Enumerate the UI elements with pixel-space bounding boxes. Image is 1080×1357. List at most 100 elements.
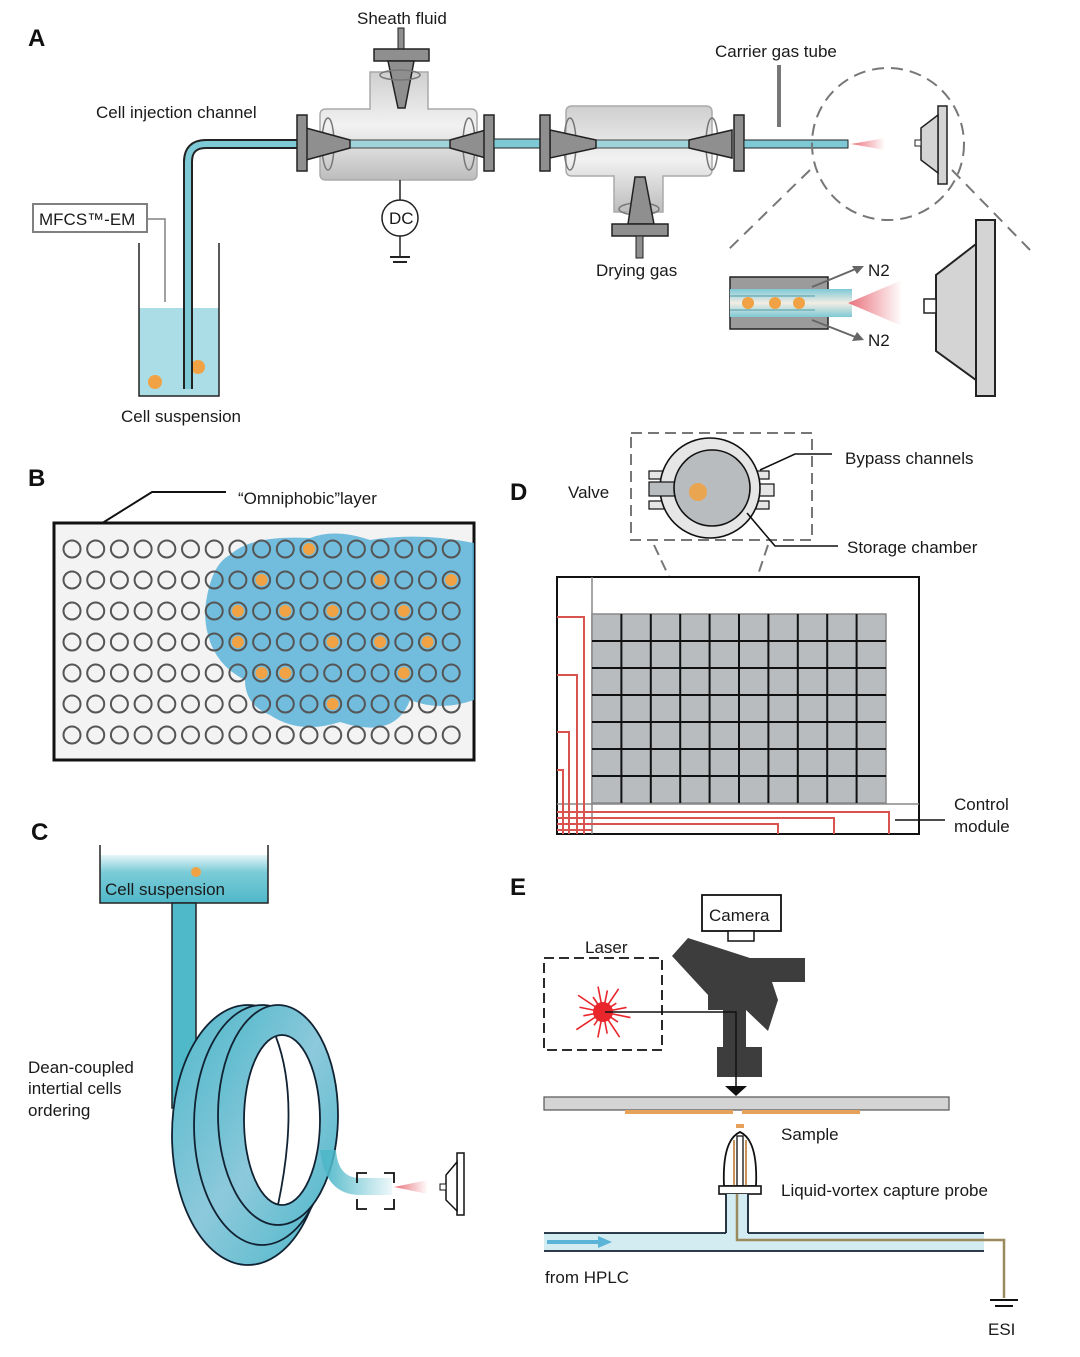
- cell: [255, 574, 268, 586]
- well: [252, 570, 272, 590]
- well: [204, 632, 224, 652]
- laser-ray: [602, 1011, 619, 1023]
- panel-a: A Sheath fluid Cell injection channel Ca…: [28, 9, 1031, 426]
- well: [181, 725, 200, 745]
- well: [86, 663, 106, 683]
- well: [394, 632, 414, 652]
- well: [109, 632, 129, 652]
- label-storage-chamber: Storage chamber: [847, 538, 978, 557]
- ms-inlet-c: [439, 1152, 465, 1216]
- well: [418, 601, 437, 621]
- well: [441, 601, 461, 621]
- well: [157, 570, 177, 590]
- laser-ray: [593, 1011, 604, 1026]
- well: [346, 725, 366, 745]
- well: [323, 663, 343, 683]
- well: [228, 663, 248, 683]
- cell: [191, 360, 205, 374]
- laser-ray: [602, 990, 609, 1013]
- cell: [374, 574, 387, 586]
- control-line-horizontal: [557, 817, 835, 834]
- well: [346, 694, 366, 714]
- label-sample: Sample: [781, 1125, 839, 1144]
- cell: [445, 574, 458, 586]
- panel-b: B “Omniphobic”layer: [28, 465, 476, 762]
- mfcs-pressure-line: [147, 218, 166, 302]
- well: [299, 570, 319, 590]
- well: [418, 663, 437, 683]
- taylor-cone-spray: [848, 280, 902, 326]
- well: [228, 725, 248, 745]
- label-control-line1: Control: [954, 795, 1009, 814]
- well: [181, 694, 200, 714]
- laser-ray: [602, 1002, 617, 1013]
- well: [441, 570, 461, 590]
- well: [204, 601, 224, 621]
- cell: [397, 605, 410, 617]
- label-drying-gas: Drying gas: [596, 261, 677, 280]
- well: [157, 632, 177, 652]
- camera: Camera: [701, 894, 782, 942]
- cell: [231, 636, 244, 648]
- well: [275, 539, 295, 559]
- cell-injection-tube: [185, 141, 300, 389]
- label-probe: Liquid-vortex capture probe: [781, 1181, 988, 1200]
- well: [109, 725, 129, 745]
- control-line-vertical: [557, 616, 585, 834]
- well: [62, 601, 82, 621]
- label-cell-suspension-c: Cell suspension: [105, 880, 225, 899]
- control-line-vertical: [557, 674, 578, 834]
- well: [252, 725, 272, 745]
- label-from-hplc: from HPLC: [545, 1268, 629, 1287]
- label-bypass-channels: Bypass channels: [845, 449, 974, 468]
- spiral-coil: [171, 1004, 392, 1266]
- laser-burst-icon: [575, 986, 631, 1038]
- liquid-droplet: [205, 533, 474, 728]
- sample-tissue-left: [625, 1110, 733, 1114]
- label-ordering-line3: ordering: [28, 1101, 90, 1120]
- well: [204, 539, 224, 559]
- control-line-vertical: [557, 769, 564, 834]
- well: [109, 694, 129, 714]
- laser-ray: [602, 988, 620, 1013]
- label-esi: ESI: [988, 1320, 1015, 1339]
- well: [275, 632, 295, 652]
- well: [62, 539, 82, 559]
- well: [133, 694, 153, 714]
- well: [157, 725, 177, 745]
- well: [204, 725, 224, 745]
- chamber-grid-lines: [592, 614, 886, 803]
- well: [109, 570, 129, 590]
- well: [204, 663, 224, 683]
- label-n2-top: N2: [868, 261, 890, 280]
- well: [441, 694, 461, 714]
- well: [133, 632, 153, 652]
- cell: [769, 297, 781, 309]
- well: [418, 694, 437, 714]
- well: [133, 570, 153, 590]
- cell: [326, 636, 339, 648]
- well: [370, 663, 390, 683]
- panel-letter-c: C: [31, 819, 48, 846]
- well: [441, 725, 461, 745]
- well: [299, 725, 319, 745]
- well: [441, 663, 461, 683]
- well: [370, 725, 390, 745]
- well: [86, 632, 106, 652]
- laser-ray: [577, 994, 604, 1013]
- well: [441, 632, 461, 652]
- sample-slide: [543, 1096, 950, 1111]
- well: [323, 539, 343, 559]
- well: [133, 539, 153, 559]
- well: [181, 570, 200, 590]
- well: [181, 632, 200, 652]
- label-valve: Valve: [568, 483, 609, 502]
- n2-arrow-bottom: [811, 319, 859, 339]
- well: [370, 601, 390, 621]
- cell: [793, 297, 805, 309]
- well: [86, 570, 106, 590]
- well: [62, 570, 82, 590]
- well: [441, 539, 461, 559]
- control-line-vertical: [557, 731, 570, 834]
- laser-ray: [575, 1011, 604, 1031]
